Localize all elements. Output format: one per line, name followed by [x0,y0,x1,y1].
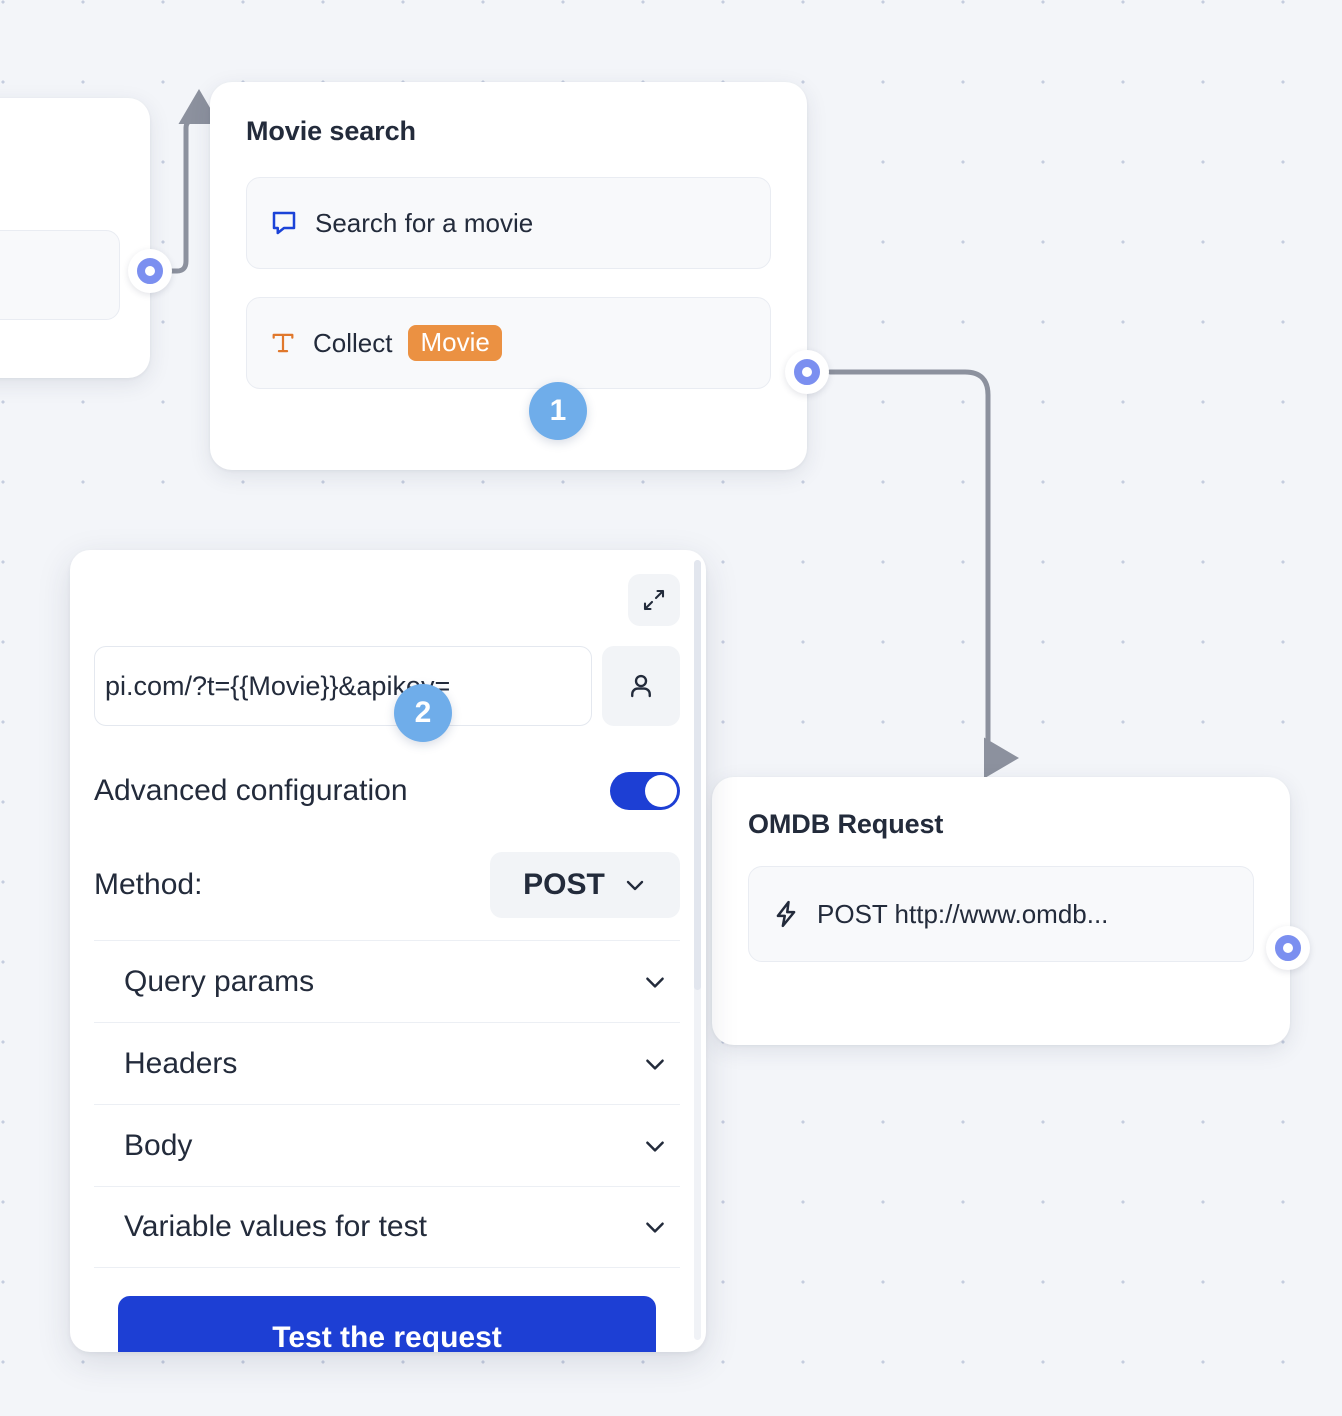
chevron-down-icon [642,969,668,995]
movie-search-title: Movie search [246,116,416,146]
step-badge-1: 1 [529,382,587,440]
accordion-item-body-label: Body [124,1128,193,1162]
step-badge-2: 2 [394,684,452,742]
url-input-value: pi.com/?t={{Movie}}&apikey= [105,670,451,701]
movie-search-row-collect-label: Collect [313,327,393,358]
toggle-knob [645,775,677,807]
accordion-item-headers[interactable]: Headers [94,1022,680,1104]
accordion-item-variable-values-label: Variable values for test [124,1210,427,1243]
omdb-request-row-post-label: POST http://www.omdb... [817,898,1109,929]
expand-diagonal-icon[interactable] [628,574,680,626]
text-field-icon [269,329,297,357]
chevron-down-icon [642,1051,668,1077]
omdb-request-row-post[interactable]: POST http://www.omdb... [748,866,1254,962]
test-the-request-button[interactable]: Test the request [118,1296,656,1352]
port-movie-search-output[interactable] [785,350,829,394]
lightning-bolt-icon [771,899,801,929]
port-omdb-output[interactable] [1266,926,1310,970]
node-omdb-request[interactable]: OMDB Request POST http://www.omdb... [712,777,1290,1045]
advanced-configuration-row: Advanced configuration [94,772,680,810]
url-row: pi.com/?t={{Movie}}&apikey= [94,646,680,726]
method-row: Method: POST [94,852,680,940]
node-movie-search[interactable]: Movie search Search for a movie Collect … [210,82,807,470]
person-icon[interactable] [602,646,680,726]
method-select[interactable]: POST [490,852,680,918]
movie-search-row-search-label: Search for a movie [315,207,534,238]
scrollbar-thumb[interactable] [694,560,701,990]
accordion-item-headers-label: Headers [124,1046,238,1080]
accordion-item-query-params-label: Query params [124,964,315,998]
chevron-down-icon [642,1133,668,1159]
accordion-list: Query params Headers Body [94,940,680,1268]
method-label: Method: [94,868,203,901]
movie-search-row-collect[interactable]: Collect Movie [246,297,771,389]
port-left-node-output[interactable] [128,249,172,293]
request-config-panel[interactable]: pi.com/?t={{Movie}}&apikey= Advanced con… [70,550,706,1352]
partial-node-card[interactable] [0,98,150,378]
config-panel-scroll-area[interactable]: pi.com/?t={{Movie}}&apikey= Advanced con… [70,550,706,1352]
partial-node-row[interactable] [0,230,120,320]
advanced-configuration-label: Advanced configuration [94,774,408,807]
url-input[interactable]: pi.com/?t={{Movie}}&apikey= [94,646,592,726]
omdb-request-title: OMDB Request [748,809,944,839]
variable-token-movie[interactable]: Movie [408,325,502,361]
accordion-item-body[interactable]: Body [94,1104,680,1186]
accordion-item-query-params[interactable]: Query params [94,940,680,1022]
accordion-item-variable-values[interactable]: Variable values for test [94,1186,680,1268]
chevron-down-icon [623,873,647,897]
message-bubble-icon [269,208,299,238]
movie-search-row-search[interactable]: Search for a movie [246,177,771,269]
chevron-down-icon [642,1214,668,1240]
config-panel-scrollbar[interactable] [694,560,701,1340]
advanced-configuration-toggle[interactable] [610,772,680,810]
method-select-value: POST [523,868,605,901]
